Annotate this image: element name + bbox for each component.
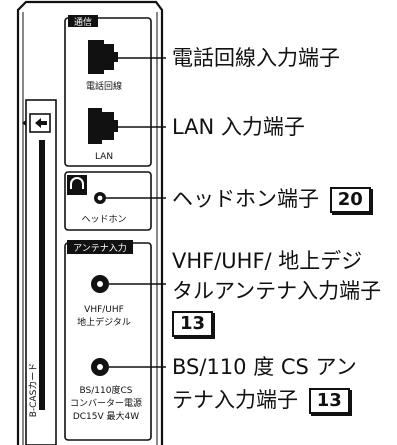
lan-jack — [88, 108, 118, 144]
comm-section-label: 通信 — [74, 16, 92, 28]
comm-section-tab — [68, 15, 98, 27]
bs-cs-label: BS/110度CS — [80, 384, 133, 396]
callout-bs-text: テナ入力端子 — [172, 388, 298, 412]
callout-lan: LAN 入力端子 — [172, 115, 305, 139]
callout-bs-line2: テナ入力端子 13 — [172, 388, 350, 414]
comm-section-frame — [64, 17, 152, 167]
vhf-uhf-label: VHF/UHF — [84, 305, 124, 315]
page-ref-vhf: 13 — [172, 311, 214, 337]
phone-jack — [88, 40, 118, 74]
callout-vhf-line1: VHF/UHF/ 地上デジ — [172, 249, 363, 273]
vhf-uhf-connector-pin — [97, 281, 103, 287]
phone-jack-label: 電話回線 — [86, 80, 122, 92]
callout-bs-line1: BS/110 度 CS アン — [172, 355, 357, 379]
terrestrial-digital-label: 地上デジタル — [77, 316, 131, 328]
panel-housing — [16, 0, 164, 445]
callout-headphone-text: ヘッドホン端子 — [172, 187, 319, 211]
headphone-icon — [70, 177, 84, 189]
callout-vhf-pageref: 13 — [172, 311, 214, 337]
lan-jack-label: LAN — [95, 152, 113, 162]
callout-phone: 電話回線入力端子 — [172, 46, 340, 70]
antenna-section-tab — [67, 240, 133, 254]
bcas-slot-frame — [25, 99, 57, 445]
callout-vhf-line2: タルアンテナ入力端子 — [172, 279, 382, 303]
bs-cs-connector-pin — [97, 364, 103, 370]
eject-arrow-icon — [35, 118, 47, 128]
converter-power-label: コンバーター電源 — [70, 398, 142, 409]
bcas-slot — [39, 140, 45, 410]
bcas-slot-label: B-CASカード — [28, 363, 39, 418]
power-spec-label: DC15V 最大4W — [73, 410, 139, 422]
page-ref-bs: 13 — [308, 388, 350, 414]
headphone-jack-label: ヘッドホン — [81, 214, 126, 225]
insert-marker-icon — [22, 120, 26, 126]
headphone-jack-hole — [97, 195, 103, 201]
headphone-section-frame — [64, 171, 152, 231]
page-ref-headphone: 20 — [329, 187, 371, 213]
antenna-section-frame — [64, 242, 152, 441]
antenna-section-label: アンテナ入力 — [73, 242, 127, 254]
callout-headphone: ヘッドホン端子 20 — [172, 187, 371, 213]
